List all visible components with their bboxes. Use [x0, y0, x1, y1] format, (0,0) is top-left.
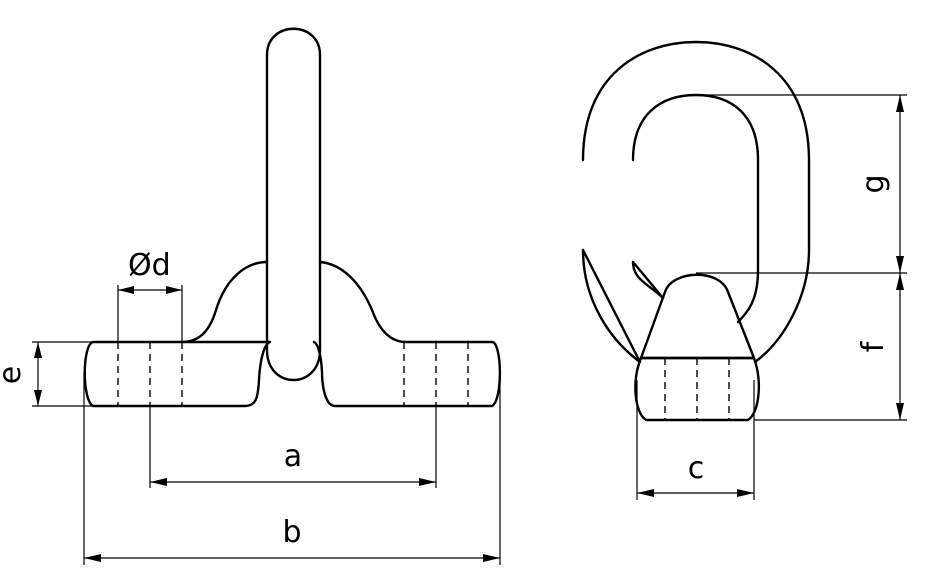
label-f: f: [856, 340, 891, 352]
dimension-b: b: [83, 372, 501, 565]
dimension-d: Ød: [117, 248, 183, 342]
dimension-g: g: [696, 94, 907, 274]
label-b: b: [282, 515, 301, 550]
label-d: Ød: [128, 248, 171, 283]
dimension-c: c: [636, 380, 755, 500]
label-g: g: [856, 174, 891, 193]
inner-link-outline: [631, 93, 760, 324]
label-c: c: [688, 451, 705, 486]
vertical-link-outline: [265, 27, 322, 382]
outer-link-outline: [581, 40, 811, 364]
side-view: [581, 40, 811, 422]
dimension-a: a: [149, 406, 437, 488]
side-base-outline: [634, 356, 760, 422]
front-view: [83, 27, 502, 408]
neck-outline: [639, 273, 756, 360]
dimension-e: e: [0, 341, 93, 407]
base-bar-outline: [83, 260, 502, 408]
dimension-f: f: [754, 273, 907, 421]
label-e: e: [0, 366, 28, 384]
label-a: a: [284, 439, 302, 474]
